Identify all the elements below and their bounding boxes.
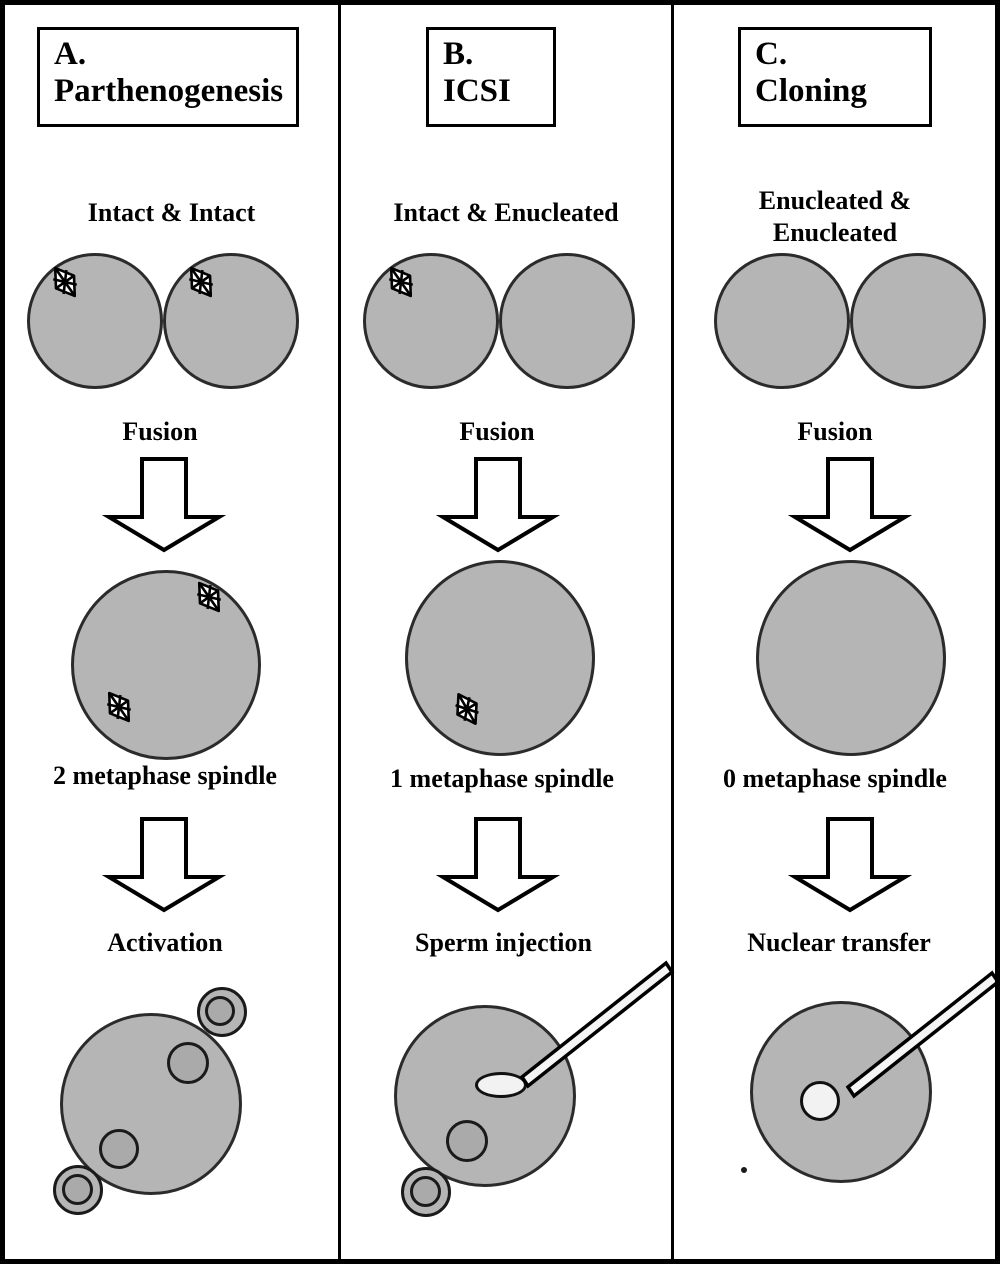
panel-a-title-letter: A.: [54, 36, 87, 72]
micropipette-icon: [822, 965, 995, 1105]
panel-b-polar-body-1: [741, 1167, 747, 1173]
panel-b-oocyte-pair-label: Intact & Enucleated: [393, 198, 619, 227]
panel-c-final-step-label: Nuclear transfer: [747, 928, 931, 957]
micropipette-icon: [496, 955, 676, 1095]
panel-a-title-box: A. Parthenogenesis: [37, 27, 299, 127]
panel-a-polar-body-2: [53, 1165, 103, 1215]
panel-a-final-step-label: Activation: [107, 928, 223, 957]
panel-b-fused-cell: [405, 560, 595, 756]
panel-a-oocyte-pair-label: Intact & Intact: [87, 198, 256, 227]
panel-a-parthenogenesis: A. Parthenogenesis Intact & Intact: [5, 5, 338, 1259]
panel-b-title-box: B. ICSI: [426, 27, 556, 127]
panel-c-oocyte-pair-label: Enucleated & Enucleated: [758, 186, 912, 247]
panel-b-final-step-label: Sperm injection: [415, 928, 592, 957]
panel-divider-bc: [671, 5, 674, 1259]
panel-b-oocyte-right-enucleated: [499, 253, 635, 389]
panel-a-oocyte-left: [27, 253, 163, 389]
metaphase-spindle-icon: [179, 260, 223, 304]
panel-a-oocyte-right: [163, 253, 299, 389]
panel-a-fusion-label: Fusion: [122, 417, 198, 446]
panel-c-spindle-count-label: 0 metaphase spindle: [723, 764, 947, 793]
metaphase-spindle-icon: [97, 685, 141, 729]
panel-a-pronucleus-1: [167, 1042, 209, 1084]
down-block-arrow-icon: [435, 817, 561, 913]
down-block-arrow-icon: [787, 457, 913, 553]
panel-a-polar-body-1-inner: [205, 996, 235, 1026]
panel-c-oocyte-left-enucleated: [714, 253, 850, 389]
down-block-arrow-icon: [101, 457, 227, 553]
down-block-arrow-icon: [787, 817, 913, 913]
panel-a-pronucleus-2: [99, 1129, 139, 1169]
panel-c-fusion-label: Fusion: [797, 417, 873, 446]
panel-b-spindle-count-label: 1 metaphase spindle: [390, 764, 614, 793]
panel-a-fused-cell: [71, 570, 261, 760]
panel-c-oocyte-right-enucleated: [850, 253, 986, 389]
panel-a-spindle-count-label: 2 metaphase spindle: [53, 761, 277, 790]
down-block-arrow-icon: [101, 817, 227, 913]
metaphase-spindle-icon: [187, 575, 231, 619]
panel-divider-ab: [338, 5, 341, 1259]
panel-c-cloning: C. Cloning Enucleated & Enucleated Fusio…: [674, 5, 995, 1259]
panel-a-title-name: Parthenogenesis: [54, 72, 284, 109]
metaphase-spindle-icon: [43, 260, 87, 304]
panel-a-activated-embryo: [60, 1013, 242, 1195]
panel-c-fused-cell: [756, 560, 946, 756]
panel-b-icsi: B. ICSI Intact & Enucleated Fusion: [341, 5, 747, 1259]
metaphase-spindle-icon: [445, 687, 489, 731]
panel-b-polar-body-inner: [410, 1176, 441, 1207]
down-block-arrow-icon: [435, 457, 561, 553]
panel-c-donor-nucleus: [800, 1081, 840, 1121]
panel-c-recipient-cytoplast: [750, 1001, 932, 1183]
panel-b-injected-oocyte: [394, 1005, 576, 1187]
panel-b-title-name: ICSI: [443, 72, 511, 109]
panel-a-polar-body-2-inner: [62, 1174, 93, 1205]
panel-b-oocyte-left: [363, 253, 499, 389]
panel-b-pronucleus-1: [446, 1120, 488, 1162]
panel-b-title-letter: B.: [443, 36, 474, 72]
panel-c-title-letter: C.: [755, 36, 788, 72]
panel-c-title-box: C. Cloning: [738, 27, 932, 127]
panel-c-title-name: Cloning: [755, 72, 867, 109]
panel-b-fusion-label: Fusion: [459, 417, 535, 446]
metaphase-spindle-icon: [379, 260, 423, 304]
